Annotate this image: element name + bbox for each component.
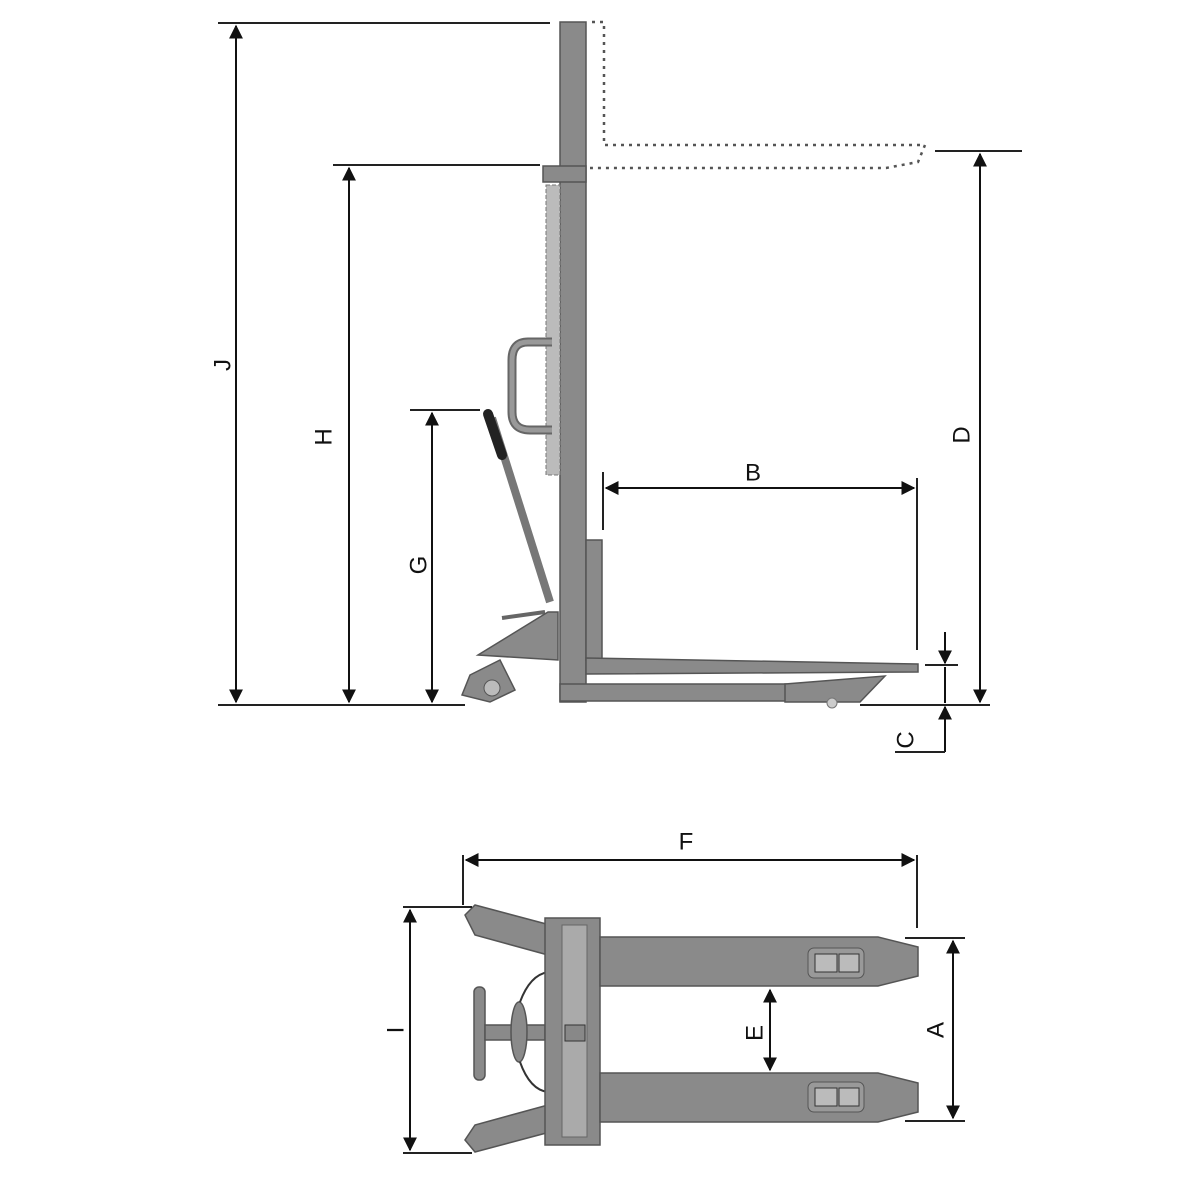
pump-body bbox=[510, 1001, 528, 1063]
label-a: A bbox=[922, 1022, 949, 1038]
top-view: F I A E bbox=[382, 828, 965, 1154]
fork-side bbox=[585, 657, 919, 675]
label-d: D bbox=[948, 426, 975, 443]
base-chassis bbox=[559, 683, 787, 702]
label-j: J bbox=[209, 359, 236, 371]
rear-wheel-top bbox=[464, 904, 551, 956]
carriage-back bbox=[585, 539, 603, 661]
grip-handle-inner bbox=[509, 339, 552, 433]
outrigger-leg bbox=[784, 675, 887, 703]
mast bbox=[559, 21, 587, 703]
mast-cap bbox=[542, 165, 587, 183]
lift-chain bbox=[545, 184, 561, 476]
steer-wheel-hub bbox=[483, 679, 501, 697]
label-c: C bbox=[892, 731, 919, 748]
tiller-bar bbox=[473, 986, 486, 1081]
pump-handle-grip bbox=[483, 409, 507, 460]
label-e: E bbox=[741, 1025, 768, 1041]
label-h: H bbox=[310, 428, 337, 445]
pump-base bbox=[475, 611, 559, 661]
label-g: G bbox=[405, 556, 432, 575]
fork-bottom bbox=[599, 1072, 919, 1123]
load-wheel bbox=[826, 697, 838, 709]
raised-carriage-outline bbox=[590, 20, 927, 170]
label-b: B bbox=[745, 459, 761, 486]
rear-wheel-bottom bbox=[464, 1104, 551, 1153]
fork-top bbox=[599, 936, 919, 987]
label-f: F bbox=[679, 828, 694, 855]
label-i: I bbox=[382, 1027, 409, 1034]
side-view: J H G B D C bbox=[209, 20, 1022, 753]
release-lever bbox=[501, 610, 546, 620]
